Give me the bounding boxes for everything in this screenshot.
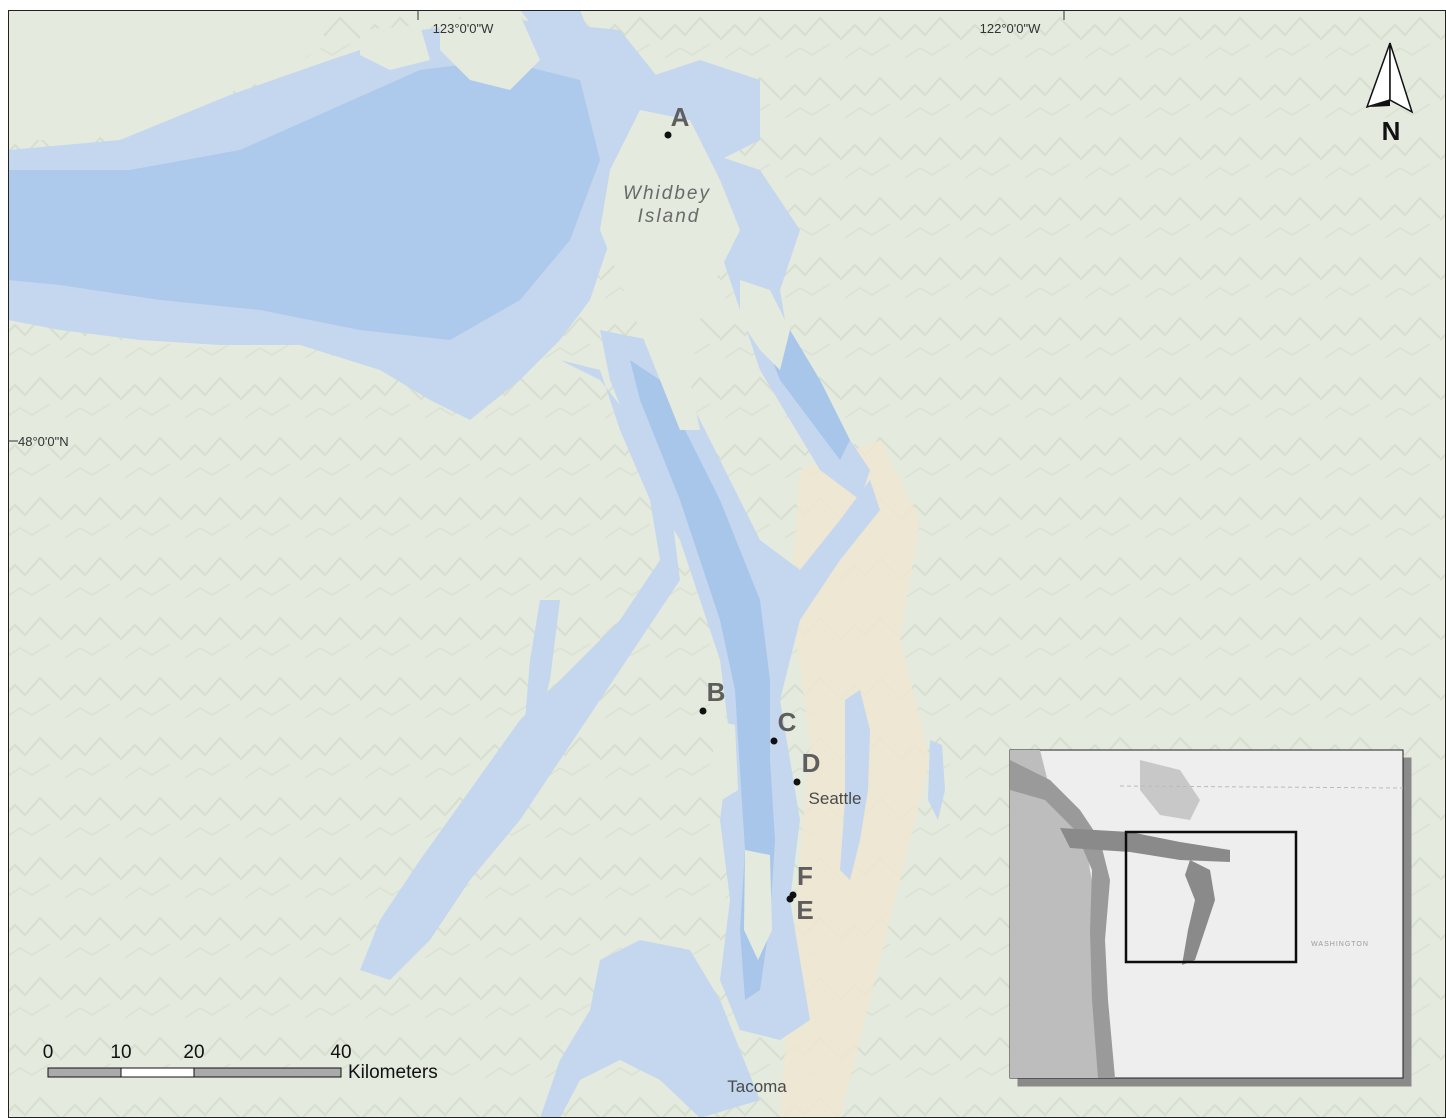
inset-strait <box>1060 828 1230 862</box>
north-channel <box>520 10 760 160</box>
site-a[interactable]: A <box>664 102 690 139</box>
site-b[interactable]: B <box>699 677 726 715</box>
port-susan <box>760 330 850 460</box>
site-d-label: D <box>802 748 821 778</box>
site-a-label: A <box>671 102 690 132</box>
inset-extent-box <box>1124 830 1298 964</box>
inset-state-label: WASHINGTON <box>1311 941 1369 948</box>
scale-tick-20: 20 <box>183 1042 204 1063</box>
scale-tick-0: 0 <box>43 1042 54 1063</box>
bainbridge-island <box>712 720 738 800</box>
north-arrow: N <box>1365 42 1414 146</box>
camano-island <box>740 280 790 370</box>
site-d[interactable]: D <box>793 748 821 786</box>
vashon-island <box>744 850 772 960</box>
scale-segment-10-20 <box>120 1067 195 1078</box>
inset-map: WASHINGTON <box>1009 749 1404 1079</box>
inset-islands <box>1140 760 1200 820</box>
site-e-label: E <box>796 895 813 925</box>
strait-deep-channel <box>8 60 600 340</box>
graticule-label-48n: 48°0'0"N <box>18 434 69 449</box>
scale-segment-20-40 <box>193 1067 342 1078</box>
whidbey-island <box>600 110 740 430</box>
site-e[interactable]: E <box>786 895 814 925</box>
north-arrow-shade <box>1389 42 1414 114</box>
inset-ocean <box>1010 750 1110 1078</box>
graticule-label-123w: 123°0'0"W <box>433 21 494 36</box>
graticule-label-122w: 122°0'0"W <box>980 21 1041 36</box>
lake-sammamish <box>928 740 945 820</box>
south-sound <box>540 940 760 1118</box>
whidbey-island-label-line1: Whidbey <box>623 183 711 204</box>
site-c[interactable]: C <box>770 707 797 745</box>
whidbey-island-label-line2: Island <box>638 206 701 227</box>
vancouver-island-tip <box>8 10 330 140</box>
north-arrow-base <box>1370 100 1390 107</box>
hood-canal-north-arm <box>525 600 560 720</box>
site-d-marker[interactable] <box>793 778 801 786</box>
site-b-label: B <box>707 677 726 707</box>
scale-unit: Kilometers <box>348 1062 438 1083</box>
scale-tick-10: 10 <box>110 1042 131 1063</box>
site-a-marker[interactable] <box>664 131 672 139</box>
san-juan-islands <box>360 15 540 90</box>
site-c-marker[interactable] <box>770 737 778 745</box>
tacoma-label: Tacoma <box>727 1077 787 1096</box>
site-b-marker[interactable] <box>699 707 707 715</box>
seattle-label: Seattle <box>809 789 862 808</box>
inset-puget-sound <box>1182 860 1215 965</box>
scale-segment-0-10 <box>47 1067 122 1078</box>
site-c-label: C <box>778 707 797 737</box>
site-f-label: F <box>797 861 813 891</box>
scale-bar: 0 10 20 40 Kilometers <box>43 1042 438 1083</box>
site-e-marker[interactable] <box>786 895 794 903</box>
inset-border-line <box>1119 785 1404 789</box>
north-arrow-label: N <box>1382 116 1401 146</box>
hood-canal <box>360 360 680 980</box>
lake-washington <box>840 690 870 880</box>
scale-tick-40: 40 <box>330 1042 351 1063</box>
